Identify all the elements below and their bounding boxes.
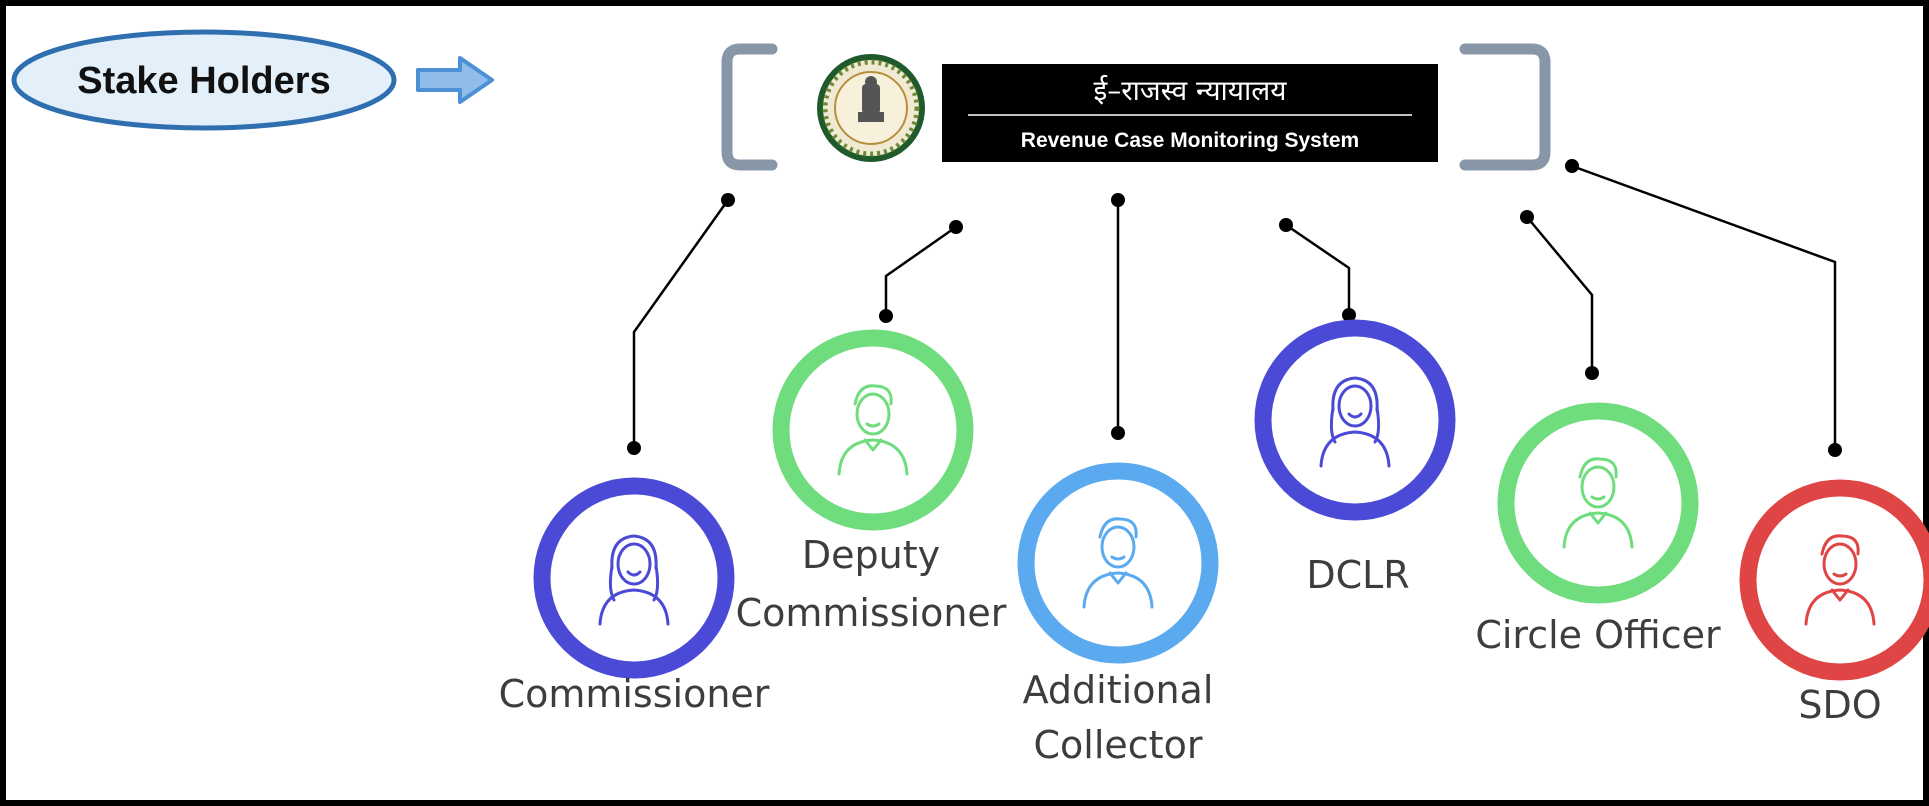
banner-title: ई–राजस्व न्यायालय (1093, 74, 1287, 107)
role-node-sdo: SDO (1739, 479, 1929, 727)
connector-start-dot (1565, 159, 1579, 173)
role-ring (533, 477, 735, 679)
connector-end-dot (627, 441, 641, 455)
government-emblem-seal-icon (817, 54, 925, 162)
roles: CommissionerDeputyCommissionerAdditional… (499, 319, 1929, 767)
connector-end-dot (879, 309, 893, 323)
banner-subtitle: Revenue Case Monitoring System (1021, 129, 1359, 152)
stakeholders-label: Stake Holders (77, 60, 330, 102)
role-ring (1017, 462, 1219, 664)
role-label-sdo: SDO (1798, 683, 1881, 727)
connector-end-dot (1828, 443, 1842, 457)
role-node-circle-officer: Circle Officer (1475, 402, 1721, 657)
man-avatar-icon (1804, 534, 1876, 626)
man-avatar-icon (837, 384, 909, 476)
connector-start-dot (721, 193, 735, 207)
role-label-additional-collector: Collector (1034, 723, 1203, 767)
title-banner: ई–राजस्व न्यायालय Revenue Case Monitorin… (942, 64, 1438, 162)
role-label-commissioner: Commissioner (499, 672, 770, 716)
connector-end-dot (1585, 366, 1599, 380)
connector-end-dot (1342, 308, 1356, 322)
role-ring (772, 329, 974, 531)
role-ring (1254, 319, 1456, 521)
stakeholders-callout: Stake Holders (11, 29, 494, 131)
role-node-dclr: DCLR (1254, 319, 1456, 597)
right-arrow-icon (416, 56, 494, 104)
role-node-commissioner: Commissioner (499, 477, 770, 716)
connector-start-dot (1279, 218, 1293, 232)
connector-commissioner (632, 199, 730, 448)
connector-start-dot (1111, 193, 1125, 207)
right-bracket (1459, 43, 1551, 171)
woman-avatar-icon (1319, 376, 1391, 468)
man-avatar-icon (1562, 457, 1634, 549)
role-label-dclr: DCLR (1306, 553, 1409, 597)
connector-start-dot (949, 220, 963, 234)
connector-deputy-commissioner (884, 225, 957, 316)
role-ring (1739, 479, 1929, 681)
role-label-circle-officer: Circle Officer (1475, 613, 1721, 657)
connector-sdo (1571, 164, 1837, 450)
connectors (627, 159, 1842, 457)
connector-circle-officer (1526, 216, 1594, 373)
stakeholders-oval (11, 29, 397, 131)
role-ring (1497, 402, 1699, 604)
connector-start-dot (1520, 210, 1534, 224)
left-bracket (721, 43, 778, 171)
role-label-deputy-commissioner: Commissioner (736, 591, 1007, 635)
connector-dclr (1285, 223, 1351, 315)
connector-end-dot (1111, 426, 1125, 440)
woman-avatar-icon (598, 534, 670, 626)
role-label-additional-collector: Additional (1023, 668, 1214, 712)
man-avatar-icon (1082, 517, 1154, 609)
role-label-deputy-commissioner: Deputy (802, 533, 940, 577)
